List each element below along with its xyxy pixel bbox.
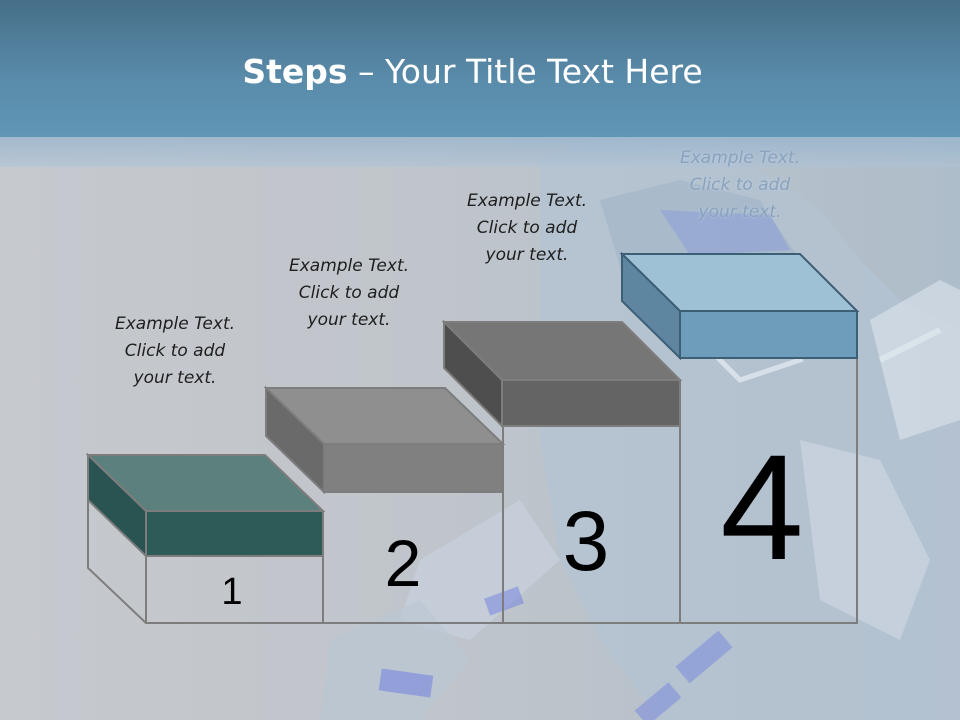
title-rest: – Your Title Text Here [347, 52, 703, 91]
step-4-text[interactable]: Example Text. Click to add your text. [645, 145, 835, 226]
title-bar-strip [0, 137, 960, 167]
step-2-text[interactable]: Example Text. Click to add your text. [254, 253, 444, 334]
step-2-number: 2 [385, 526, 422, 600]
step-1-text[interactable]: Example Text. Click to add your text. [80, 311, 270, 392]
step-4-text-line-1: Example Text. [679, 148, 801, 168]
step-3-text-line-3: your text. [485, 245, 569, 265]
step-4-text-line-3: your text. [698, 202, 782, 222]
step-2-text-line-1: Example Text. [288, 256, 410, 276]
step-2-block[interactable] [263, 385, 506, 495]
title-bar [0, 0, 960, 137]
step-1-number: 1 [221, 571, 242, 613]
slide-title[interactable]: Steps – Your Title Text Here [0, 52, 945, 91]
step-3-block[interactable] [441, 319, 683, 429]
step-4-block[interactable] [619, 251, 860, 361]
step-3-text-line-1: Example Text. [466, 191, 588, 211]
step-4-number: 4 [720, 423, 803, 591]
step-1-text-line-2: Click to add [124, 341, 226, 361]
step-1-block[interactable] [85, 452, 326, 559]
step-2-text-line-3: your text. [307, 310, 391, 330]
step-1-text-line-3: your text. [133, 368, 217, 388]
step-2-text-line-2: Click to add [298, 283, 400, 303]
step-3-text[interactable]: Example Text. Click to add your text. [432, 188, 622, 269]
step-3-text-line-2: Click to add [476, 218, 578, 238]
step-3-number: 3 [563, 494, 610, 588]
step-4-text-line-2: Click to add [689, 175, 791, 195]
step-1-text-line-1: Example Text. [114, 314, 236, 334]
title-bold: Steps [242, 52, 348, 91]
